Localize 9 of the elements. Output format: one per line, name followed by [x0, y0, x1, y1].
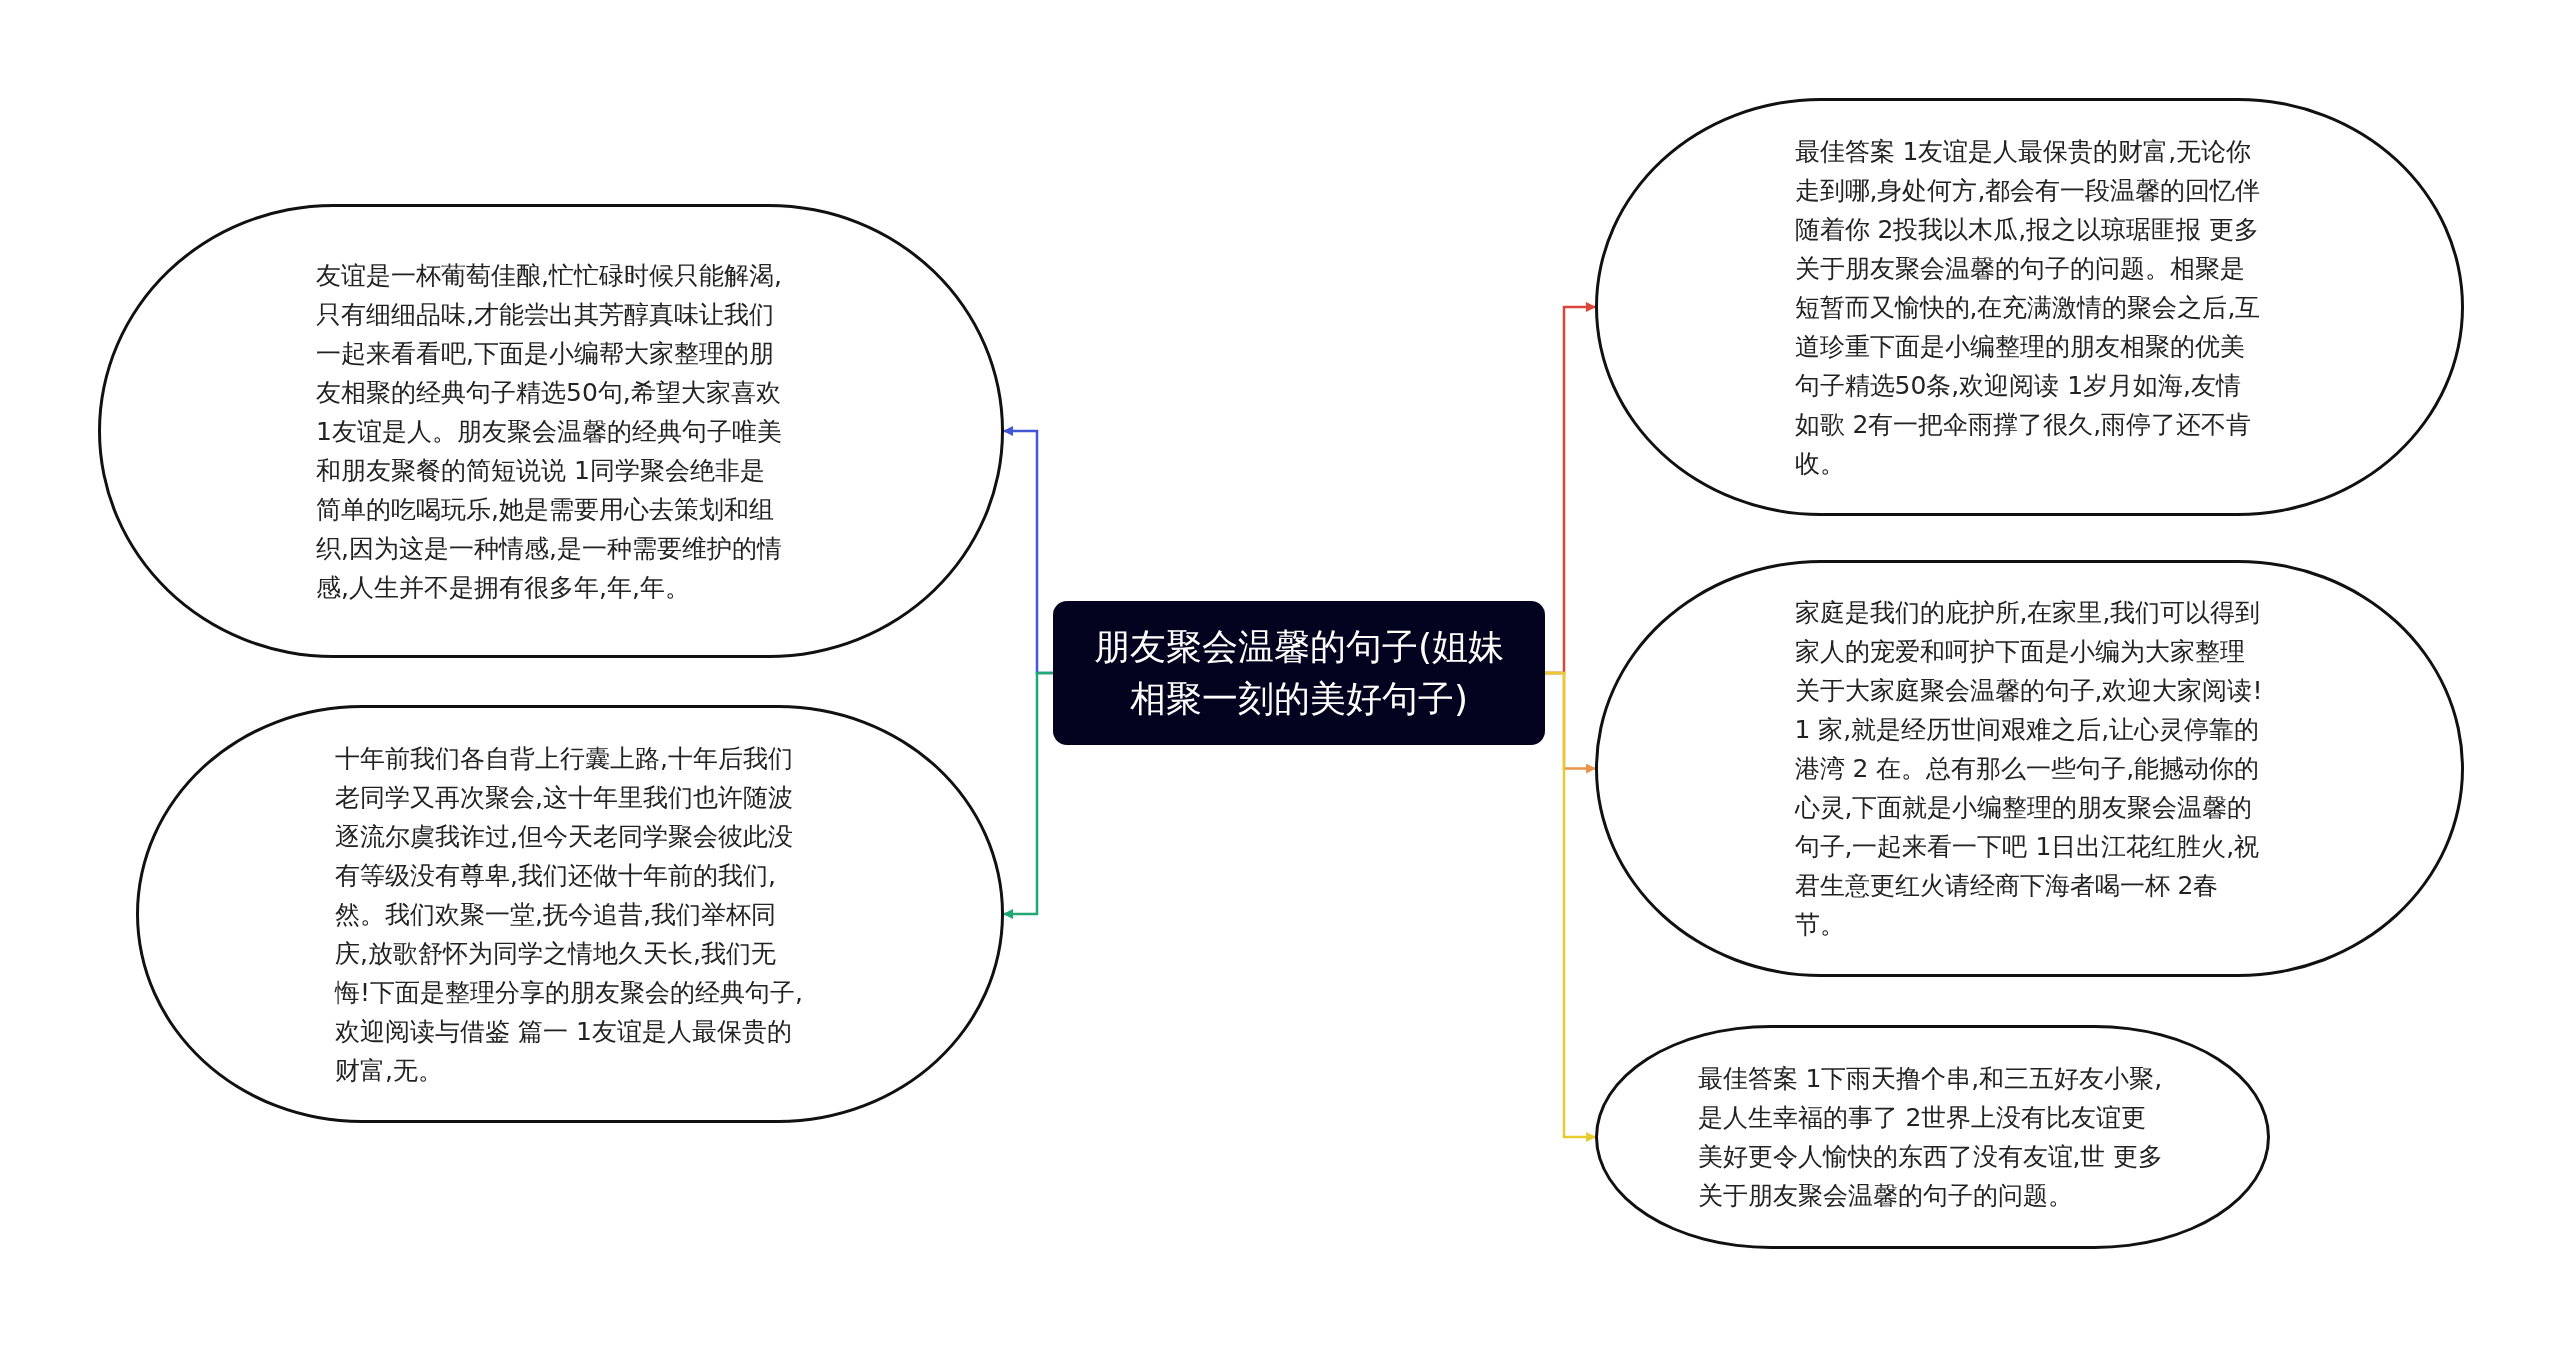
topic-box: [1053, 601, 1545, 745]
paragraph-text: 友谊是一杯葡萄佳酿,忙忙碌时候只能解渴,只有细细品味,才能尝出其芳醇真味让我们一起来看看吧,下面是小编帮大家整理的朋友相聚的经典句子精选50句,希望大家喜欢 1友谊是人。朋友聚会温馨的经典句子唯美和朋友聚餐的简短说说 1同学聚会绝非是简单的吃喝玩乐,她是需要用心去策划和组织,因为这是一种情感,是一种需要维护的情感,人生并不是拥有很多年,年,年。: [316, 259, 783, 604]
connector-arrow: [1545, 671, 1596, 1142]
paragraph-text: 家庭是我们的庇护所,在家里,我们可以得到家人的宠爱和呵护下面是小编为大家整理关于大家庭聚会温馨的句子,欢迎大家阅读! 1 家,就是经历世间艰难之后,让心灵停靠的港湾 2 在。总有那么一些句子,能撼动你的心灵,下面就是小编整理的朋友聚会温馨的句子,一起来看一下吧 1日出江花红胜火,祝君生意更红火请经商下海者喝一杯 2春节。: [1794, 597, 2264, 941]
paragraph-text: 最佳答案 1下雨天撸个串,和三五好友小聚,是人生幸福的事了 2世界上没有比友谊更美好更令人愉快的东西了没有友谊,世 更多关于朋友聚会温馨的句子的问题。: [1697, 1063, 2165, 1212]
paragraph-text: 十年前我们各自背上行囊上路,十年后我们老同学又再次聚会,这十年里我们也许随波逐流尔虞我诈过,但今天老同学聚会彼此没有等级没有尊卑,我们还做十年前的我们,然。我们欢聚一堂,抚今追昔,我们举杯同庆,放歌舒怀为同学之情地久天长,我们无悔!下面是整理分享的朋友聚会的经典句子,欢迎阅读与借鉴 篇一 1友谊是人最保贵的财富,无。: [335, 742, 804, 1087]
topic-title: 朋友聚会温馨的句子(姐妹相聚一刻的美好句子): [1092, 625, 1505, 721]
paragraph-text: 最佳答案 1友谊是人最保贵的财富,无论你走到哪,身处何方,都会有一段温馨的回忆伴随着你 2投我以木瓜,报之以琼琚匪报 更多关于朋友聚会温馨的句子的问题。相聚是短暂而又愉快的,在充满激情的聚会之后,互道珍重下面是小编整理的朋友相聚的优美句子精选50条,欢迎阅读 1岁月如海,友情如歌 2有一把伞雨撑了很久,雨停了还不肯收。: [1794, 135, 2262, 480]
connector-arrow: [1003, 671, 1053, 919]
